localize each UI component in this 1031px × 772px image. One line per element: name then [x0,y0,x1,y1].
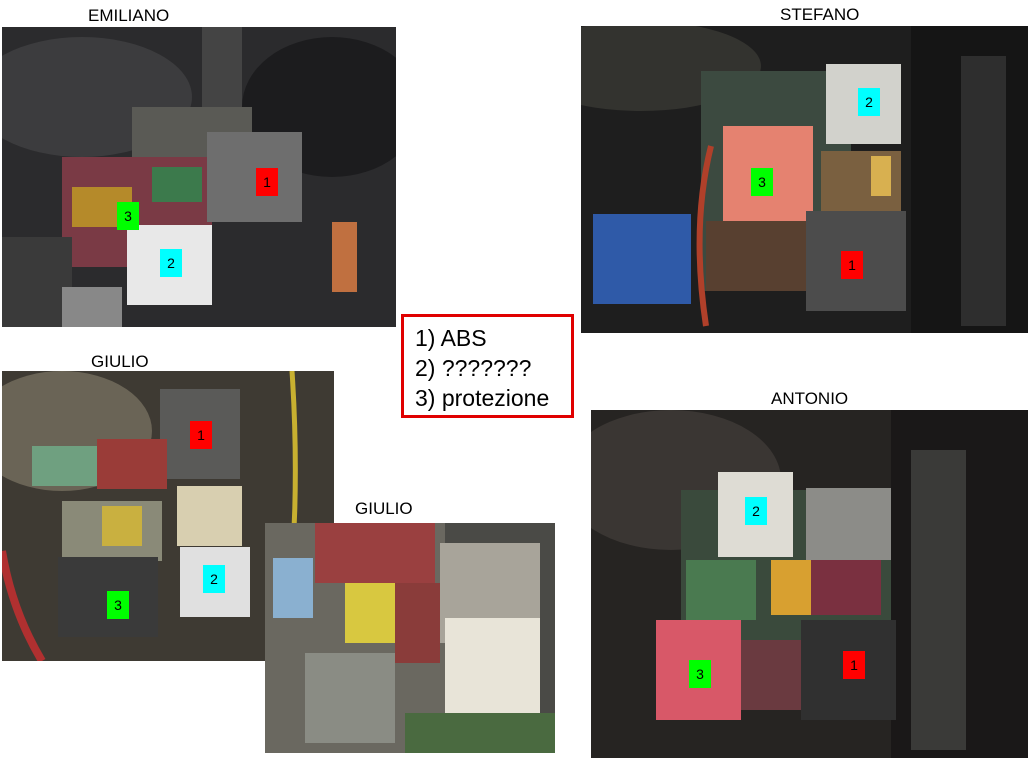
tag-unknown: 2 [203,565,225,593]
caption-emiliano: EMILIANO [88,6,170,25]
photo-emiliano [2,27,396,327]
tag-abs: 1 [256,168,278,196]
tag-abs: 1 [841,251,863,279]
caption-giulio-center: GIULIO [355,499,413,518]
photo-antonio [591,410,1028,758]
tag-protection: 3 [689,660,711,688]
engine-bay-image [591,410,1028,758]
tag-abs: 1 [190,421,212,449]
caption-giulio-left: GIULIO [91,352,149,371]
photo-stefano [581,26,1028,333]
legend-box: 1) ABS 2) ??????? 3) protezione [401,314,574,418]
caption-stefano: STEFANO [780,5,860,24]
tag-unknown: 2 [858,88,880,116]
engine-bay-image [581,26,1028,333]
legend-item-abs: 1) ABS [415,325,487,351]
tag-protection: 3 [107,591,129,619]
engine-bay-image [2,27,396,327]
photo-giulio-center [265,523,555,753]
tag-unknown: 2 [745,497,767,525]
tag-protection: 3 [117,202,139,230]
tag-abs: 1 [843,651,865,679]
tag-unknown: 2 [160,249,182,277]
engine-bay-image [265,523,555,753]
legend-item-unknown: 2) ??????? [415,355,532,381]
legend-item-protection: 3) protezione [415,385,550,411]
tag-protection: 3 [751,168,773,196]
caption-antonio: ANTONIO [771,389,849,408]
